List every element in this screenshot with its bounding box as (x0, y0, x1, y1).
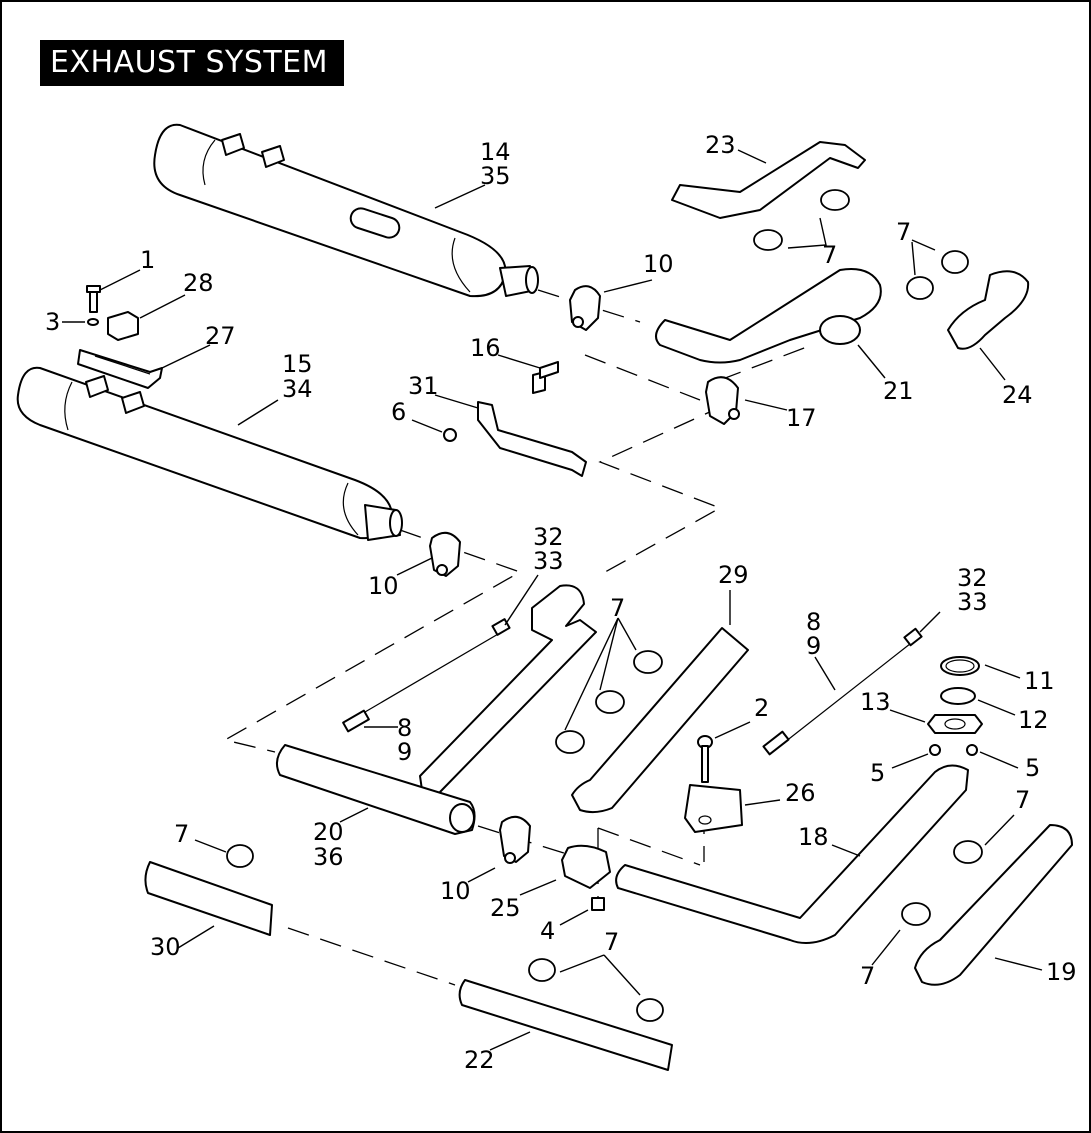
callout-21: 21 (883, 377, 914, 405)
callout-7-right: 7 (1015, 786, 1030, 814)
callout-35: 35 (480, 162, 511, 190)
clamps-7-right (901, 840, 983, 926)
muffler-lower (16, 366, 403, 541)
bracket-26 (684, 735, 743, 833)
heat-shield-24 (947, 270, 1030, 350)
pipe-18 (615, 764, 969, 945)
clamps-7-center (555, 650, 663, 754)
callout-9-right: 9 (806, 632, 821, 660)
heat-shield-29 (571, 627, 749, 814)
callout-19: 19 (1046, 958, 1077, 986)
callout-9-left: 9 (397, 738, 412, 766)
gaskets-flange (927, 656, 983, 756)
callout-16: 16 (470, 334, 501, 362)
heat-shield-22 (458, 958, 673, 1071)
callout-26: 26 (785, 779, 816, 807)
muffler-upper (153, 123, 539, 298)
callout-13: 13 (860, 688, 891, 716)
head-pipe-center (419, 584, 597, 797)
callout-8-right: 8 (806, 608, 821, 636)
callout-4: 4 (540, 917, 555, 945)
callout-1: 1 (140, 246, 155, 274)
callout-20: 20 (313, 818, 344, 846)
o2-sensor-left (342, 618, 511, 733)
mount-hardware (77, 285, 163, 389)
callout-22: 22 (464, 1046, 495, 1074)
callout-15: 15 (282, 350, 313, 378)
clamp-25 (561, 844, 611, 911)
callout-24: 24 (1002, 381, 1033, 409)
heat-shield-19 (914, 824, 1073, 986)
pipe-21 (655, 268, 882, 364)
callout-27: 27 (205, 322, 236, 350)
callout-18: 18 (798, 823, 829, 851)
leader-lines (62, 149, 1043, 1051)
callout-34: 34 (282, 375, 313, 403)
callout-7-left: 7 (174, 820, 189, 848)
callout-28: 28 (183, 269, 214, 297)
callout-labels: 1 28 3 27 14 35 23 7 7 10 21 24 16 31 6 … (45, 131, 1077, 1074)
callout-31: 31 (408, 372, 439, 400)
callout-11: 11 (1024, 667, 1055, 695)
diagram-title: EXHAUST SYSTEM (40, 40, 344, 86)
callout-7-center: 7 (610, 594, 625, 622)
callout-7-upper: 7 (822, 241, 837, 269)
callout-33-right: 33 (957, 588, 988, 616)
callout-29: 29 (718, 561, 749, 589)
clamp-7-left (226, 844, 254, 868)
callout-25: 25 (490, 894, 521, 922)
callout-5-right: 5 (1025, 754, 1040, 782)
callout-7-bottom: 7 (604, 928, 619, 956)
clamps-10-17 (429, 285, 740, 864)
o2-sensor-right (762, 627, 923, 756)
callout-7-upper-right: 7 (896, 218, 911, 246)
callout-5-left: 5 (870, 759, 885, 787)
heat-shield-30 (144, 861, 273, 936)
callout-8-left: 8 (397, 714, 412, 742)
heat-shield-23 (671, 141, 866, 219)
callout-33-left: 33 (533, 547, 564, 575)
callout-32-right: 32 (957, 564, 988, 592)
callout-10-upper: 10 (643, 250, 674, 278)
pipe-20 (275, 744, 476, 835)
callout-2: 2 (754, 694, 769, 722)
callout-36: 36 (313, 843, 344, 871)
callout-7-bottom-right: 7 (860, 962, 875, 990)
callout-6: 6 (391, 398, 406, 426)
callout-30: 30 (150, 933, 181, 961)
callout-10-lower: 10 (440, 877, 471, 905)
bracket-31 (443, 361, 587, 477)
callout-10-left: 10 (368, 572, 399, 600)
callout-3: 3 (45, 308, 60, 336)
callout-12: 12 (1018, 706, 1049, 734)
callout-14: 14 (480, 138, 511, 166)
callout-23: 23 (705, 131, 736, 159)
clamps-7-upper (753, 189, 969, 300)
callout-17: 17 (786, 404, 817, 432)
callout-32-left: 32 (533, 523, 564, 551)
